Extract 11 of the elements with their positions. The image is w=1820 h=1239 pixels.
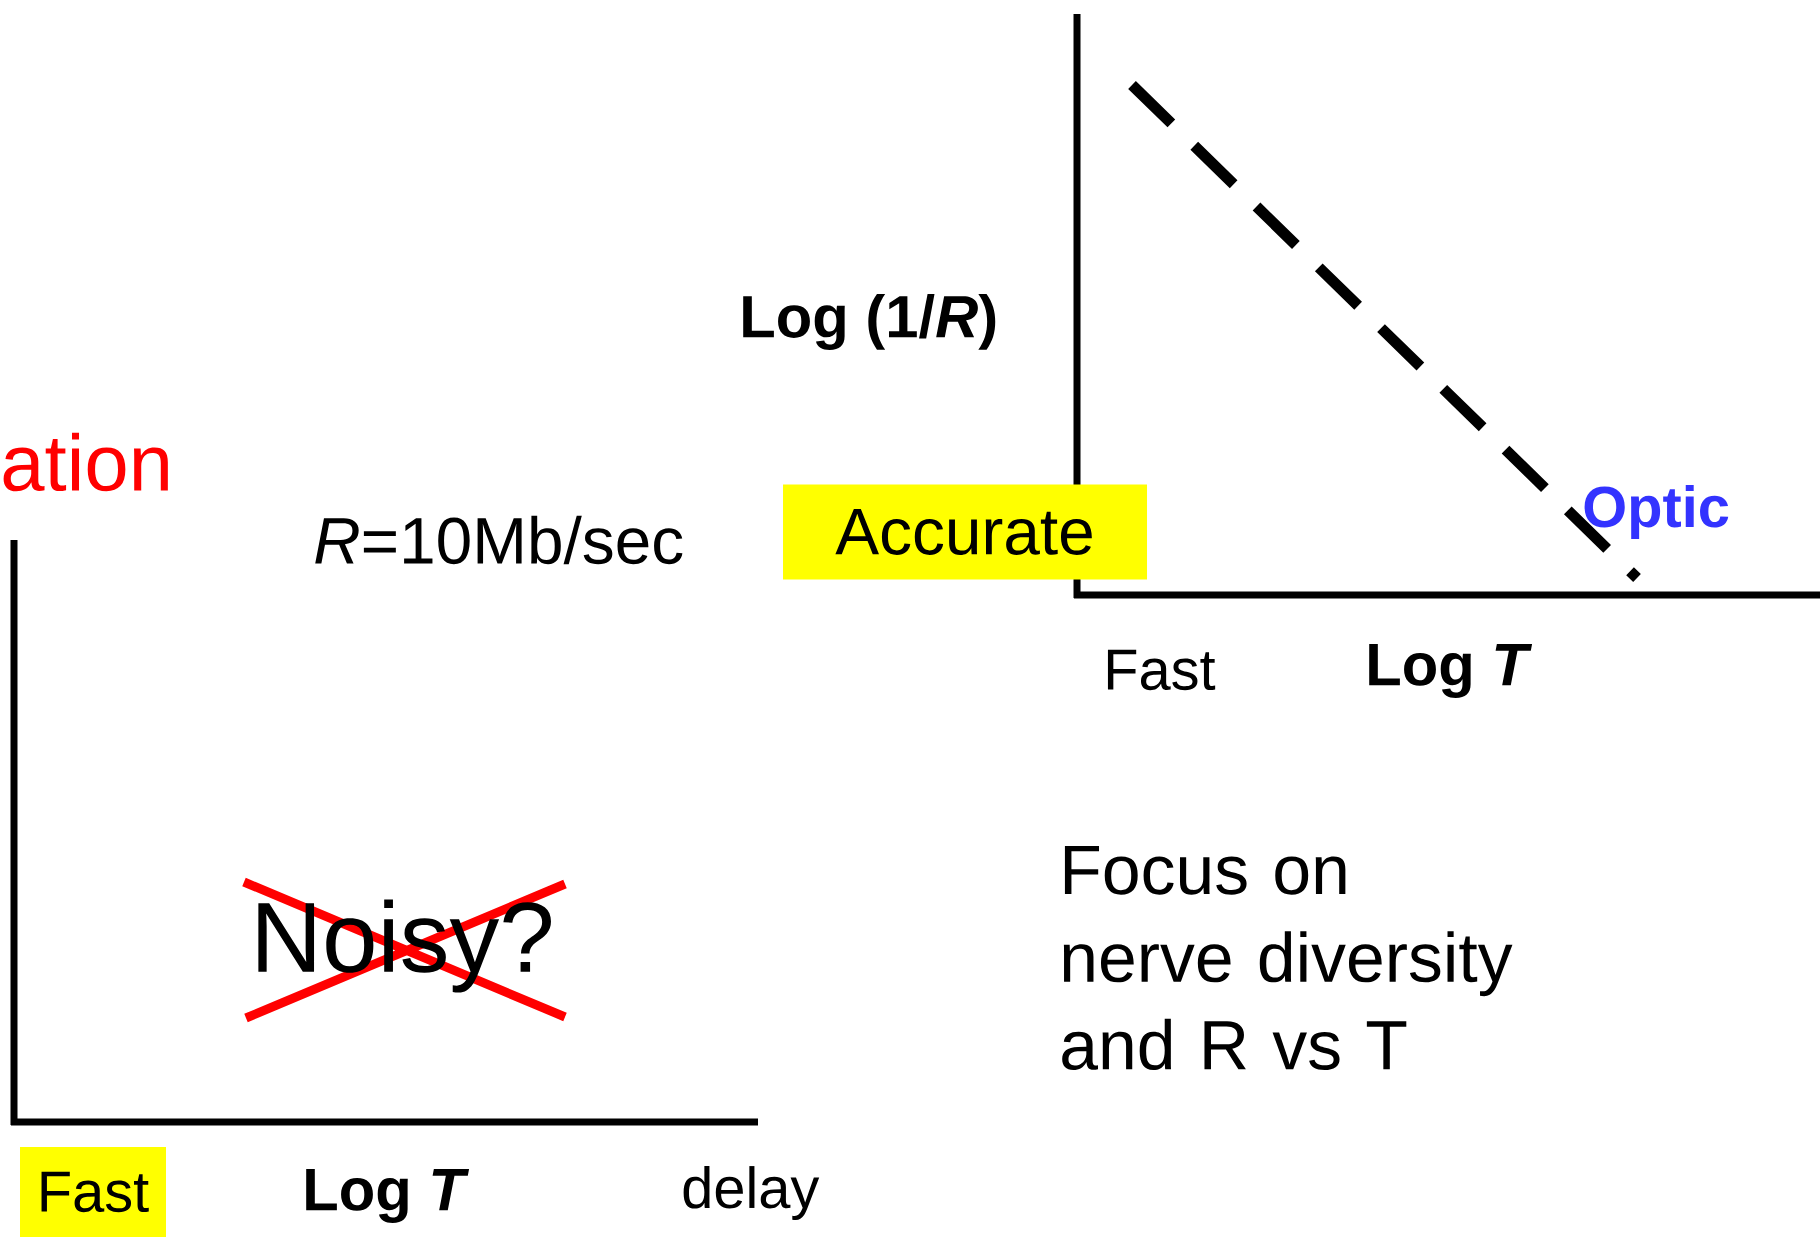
axis-label: delay	[683, 1166, 820, 1220]
axis-label: Log T	[1369, 644, 1533, 698]
highlighted-label: Fast	[20, 1147, 166, 1237]
point-label: Optic	[1584, 485, 1729, 539]
axis-label: Log T	[306, 1169, 470, 1223]
axis-label: Fast	[1107, 649, 1216, 691]
partial-title-text: ation	[3, 432, 168, 492]
axis-label: Log (1/R)	[743, 294, 996, 350]
note-text: Focus on nerve diversity and R vs T	[1062, 846, 1513, 1070]
highlighted-label: Accurate	[783, 484, 1147, 580]
rate-label: R=10Mb/sec	[315, 515, 683, 565]
